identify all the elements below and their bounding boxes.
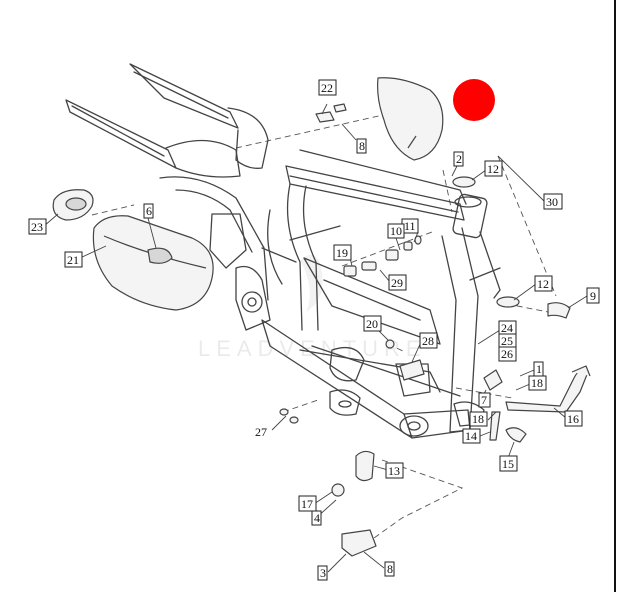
- pivot-pin-part: [489, 411, 501, 441]
- callout-20: 20: [363, 315, 382, 332]
- svg-text:13: 13: [388, 464, 400, 478]
- callout-24: 24: [498, 320, 517, 336]
- bracket-part: [315, 103, 347, 123]
- svg-text:10: 10: [390, 224, 402, 238]
- svg-text:30: 30: [546, 195, 558, 209]
- svg-text:21: 21: [67, 253, 79, 267]
- svg-text:7: 7: [481, 393, 487, 407]
- callout-19: 19: [333, 244, 352, 261]
- callout-6: 6: [143, 203, 154, 219]
- callout-13: 13: [385, 462, 404, 479]
- svg-text:12: 12: [487, 162, 499, 176]
- svg-text:22: 22: [321, 81, 333, 95]
- callout-3: 3: [317, 565, 328, 581]
- right-border-line: [614, 0, 616, 592]
- svg-text:20: 20: [366, 317, 378, 331]
- plain-labels: 27: [255, 425, 267, 439]
- svg-text:8: 8: [387, 562, 393, 576]
- guide-line-bearing-top: [442, 169, 453, 213]
- callout-18-lower: 18: [469, 411, 488, 427]
- callout-29: 29: [388, 274, 407, 291]
- svg-text:24: 24: [501, 321, 513, 335]
- svg-text:3: 3: [320, 566, 326, 580]
- svg-text:29: 29: [391, 276, 403, 290]
- callout-28: 28: [419, 332, 438, 349]
- callout-30: 30: [543, 193, 563, 210]
- fairing-cover-part: [377, 77, 444, 161]
- washer-part: [385, 339, 395, 349]
- grommet-part: [331, 483, 345, 497]
- side-cover-part: [92, 215, 214, 311]
- svg-text:12: 12: [537, 277, 549, 291]
- plug-set-part: [343, 235, 422, 277]
- side-stand-part: [505, 365, 591, 413]
- guide-line-lower: [359, 459, 464, 549]
- svg-text:15: 15: [502, 457, 514, 471]
- watermark-text: LEADVENTURE: [198, 336, 427, 361]
- callout-17: 17: [298, 495, 317, 512]
- callout-1: 1: [533, 361, 544, 377]
- svg-text:25: 25: [501, 334, 513, 348]
- callout-26: 26: [498, 346, 517, 362]
- svg-text:19: 19: [336, 246, 348, 260]
- svg-text:8: 8: [359, 139, 365, 153]
- clip-part: [547, 302, 571, 319]
- callout-8-upper: 8: [356, 138, 367, 154]
- callout-9: 9: [586, 287, 600, 304]
- svg-text:11: 11: [404, 219, 416, 233]
- callout-10: 10: [387, 223, 405, 239]
- callout-12-upper: 12: [484, 160, 503, 177]
- motorcycle-frame: [65, 63, 501, 439]
- svg-text:4: 4: [314, 511, 320, 525]
- sleeve-part: [483, 369, 503, 391]
- svg-text:16: 16: [567, 412, 579, 426]
- parts: [52, 77, 591, 557]
- svg-text:6: 6: [146, 204, 152, 218]
- callout-labels: 22 8 2 12 30 23 6 21 11 10 19 29 12 9 20…: [28, 79, 600, 581]
- callout-7: 7: [478, 392, 491, 408]
- guide-line-badge: [91, 204, 135, 216]
- svg-text:23: 23: [31, 220, 43, 234]
- callout-18-upper: 18: [528, 375, 547, 391]
- svg-text:2: 2: [456, 152, 462, 166]
- red-marker-dot: [453, 79, 495, 121]
- bearing-race-top: [452, 176, 476, 188]
- lower-bracket-part: [341, 529, 377, 557]
- callout-21: 21: [64, 251, 83, 268]
- svg-text:14: 14: [465, 429, 477, 443]
- svg-text:28: 28: [422, 334, 434, 348]
- mount-bracket-part: [399, 359, 425, 381]
- guide-line-nuts: [282, 399, 319, 413]
- callout-8-lower: 8: [384, 561, 395, 577]
- sensor-part: [355, 450, 375, 482]
- svg-text:18: 18: [531, 376, 543, 390]
- svg-text:18: 18: [472, 412, 484, 426]
- nut-part-a: [279, 408, 289, 416]
- spring-part: [505, 427, 527, 443]
- callout-2: 2: [453, 151, 464, 167]
- assembly-guide-lines: [91, 103, 557, 549]
- callout-12-lower: 12: [534, 275, 553, 292]
- callout-15: 15: [499, 455, 518, 472]
- guide-line-bearing-bottom: [496, 301, 549, 313]
- guide-line-steering: [497, 155, 557, 297]
- callout-4: 4: [311, 510, 322, 526]
- guide-line-cover: [235, 103, 433, 149]
- callout-23: 23: [28, 218, 47, 235]
- label-27: 27: [255, 425, 267, 439]
- callout-16: 16: [564, 410, 583, 427]
- emblem-part: [52, 189, 94, 221]
- svg-text:17: 17: [301, 497, 313, 511]
- callout-25: 25: [498, 333, 517, 349]
- bearing-race-bottom: [496, 296, 520, 308]
- svg-text:26: 26: [501, 347, 513, 361]
- callout-14: 14: [462, 428, 481, 444]
- svg-text:1: 1: [536, 362, 542, 376]
- nut-part-b: [289, 416, 299, 424]
- svg-text:9: 9: [590, 289, 596, 303]
- callout-22: 22: [318, 79, 337, 96]
